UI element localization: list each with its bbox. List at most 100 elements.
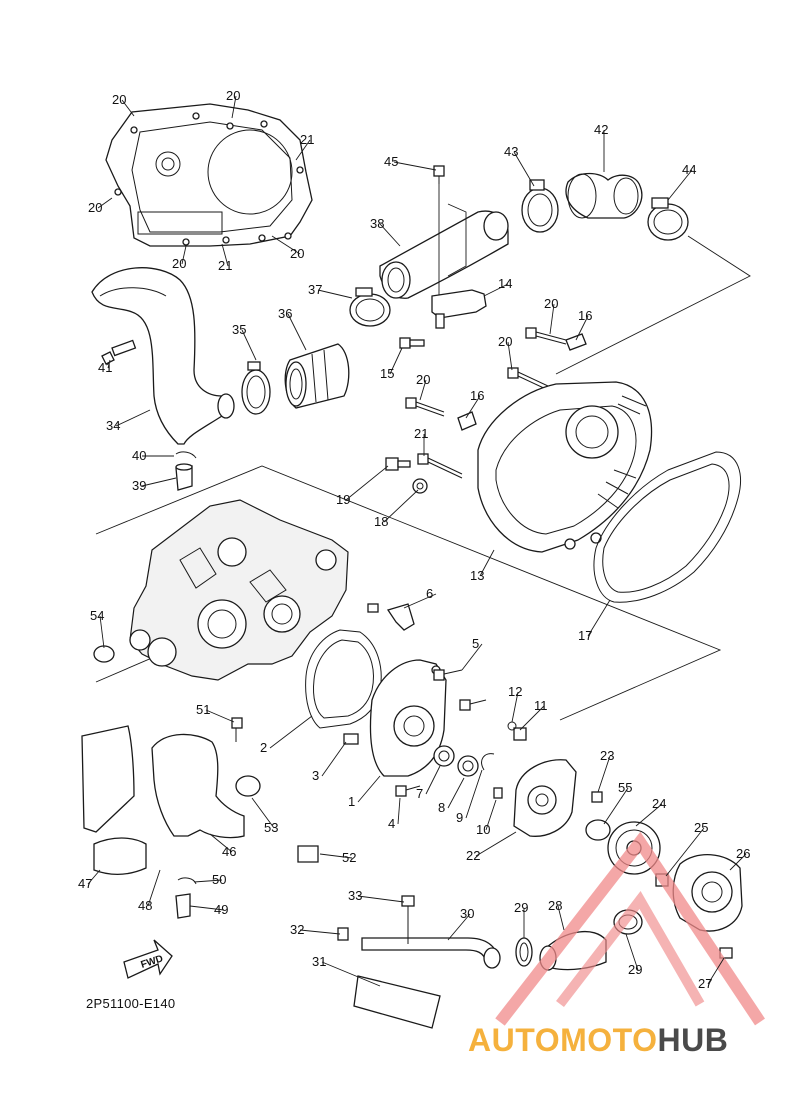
bolt-23	[591, 791, 603, 803]
gasket-2	[305, 629, 382, 729]
leader-line-18	[383, 489, 419, 523]
bolt-19	[385, 457, 411, 471]
callout-21: 21	[218, 258, 232, 273]
callout-47: 47	[78, 876, 92, 891]
callout-37: 37	[308, 282, 322, 297]
callout-23: 23	[600, 748, 614, 763]
leader-line-26	[729, 853, 747, 871]
leader-line-36	[287, 313, 307, 351]
callout-16: 16	[578, 308, 592, 323]
leader-line-6	[403, 593, 437, 609]
dowel-3	[343, 733, 359, 745]
callout-11: 11	[534, 698, 548, 713]
callout-39: 39	[132, 478, 146, 493]
callout-7: 7	[416, 786, 423, 801]
seal-55	[585, 819, 611, 841]
callout-33: 33	[348, 888, 362, 903]
leader-line-49	[189, 905, 225, 911]
bolt-45	[433, 165, 445, 300]
callout-4: 4	[388, 816, 395, 831]
callout-29: 29	[628, 962, 642, 977]
callout-28: 28	[548, 898, 562, 913]
leader-line-1	[357, 775, 381, 803]
callout-45: 45	[384, 154, 398, 169]
callout-50: 50	[212, 872, 226, 887]
leader-line-50	[193, 879, 223, 883]
leader-line-20	[181, 245, 187, 265]
bracket-14	[431, 289, 487, 329]
leader-line-41	[107, 359, 111, 369]
leader-line-33	[357, 895, 405, 903]
callout-53: 53	[264, 820, 278, 835]
clip-52	[297, 845, 319, 863]
leader-line-20	[507, 341, 513, 371]
leader-line-52	[319, 853, 353, 859]
watermark-part1: AUTOMOTO	[468, 1022, 658, 1058]
leader-line-39	[141, 477, 177, 487]
clip-40	[175, 451, 197, 459]
collar-49	[175, 893, 191, 919]
leader-line-20	[419, 379, 427, 401]
leader-line-35	[241, 329, 257, 361]
clip-16b	[457, 411, 477, 431]
callout-29: 29	[514, 900, 528, 915]
callout-35: 35	[232, 322, 246, 337]
leader-line-48	[147, 869, 161, 907]
leader-line-53	[251, 797, 275, 829]
callout-44: 44	[682, 162, 696, 177]
cover-13	[477, 381, 653, 553]
callout-48: 48	[138, 898, 152, 913]
leader-line-30	[447, 913, 471, 941]
leader-line-17	[587, 599, 611, 637]
callout-1: 1	[348, 794, 355, 809]
leader-line-32	[299, 929, 341, 935]
callout-43: 43	[504, 144, 518, 159]
leader-line-47	[87, 869, 101, 885]
callout-20: 20	[88, 200, 102, 215]
leader-line-44	[667, 169, 693, 201]
leader-line-20	[271, 235, 301, 255]
crankcase	[129, 499, 349, 681]
leader-line-9	[465, 769, 483, 819]
callout-5: 5	[472, 636, 479, 651]
leader-line-20	[97, 197, 113, 209]
leader-line-16	[575, 315, 589, 341]
callout-24: 24	[652, 796, 666, 811]
bolt-15	[399, 337, 425, 349]
leader-line-34	[115, 409, 151, 427]
callout-21: 21	[414, 426, 428, 441]
leader-line-21	[295, 139, 311, 161]
leader-line-43	[513, 151, 535, 187]
plug-11	[513, 727, 527, 741]
callout-6: 6	[426, 586, 433, 601]
callout-2: 2	[260, 740, 267, 755]
bolt-33	[401, 895, 415, 944]
leader-line-15	[389, 347, 403, 375]
circlip-9	[481, 753, 495, 771]
callout-34: 34	[106, 418, 120, 433]
leader-line-27	[707, 957, 725, 985]
clip-50	[177, 877, 197, 885]
callout-20: 20	[416, 372, 430, 387]
pipe-30	[361, 937, 501, 969]
callout-31: 31	[312, 954, 326, 969]
leader-line-2	[269, 715, 313, 749]
bolt-41	[101, 339, 137, 365]
callout-17: 17	[578, 628, 592, 643]
leader-line-37	[317, 289, 353, 299]
intake-sleeve-38	[379, 210, 509, 299]
leader-line-51	[205, 709, 235, 723]
cover-47	[81, 725, 147, 875]
bolt-51	[231, 717, 243, 742]
leader-line-38	[379, 223, 401, 247]
callout-40: 40	[132, 448, 146, 463]
callout-30: 30	[460, 906, 474, 921]
joint-36	[284, 343, 350, 409]
bolt-6	[367, 603, 415, 631]
callout-38: 38	[370, 216, 384, 231]
bolt-5b	[459, 699, 487, 711]
leader-line-45	[393, 161, 437, 171]
